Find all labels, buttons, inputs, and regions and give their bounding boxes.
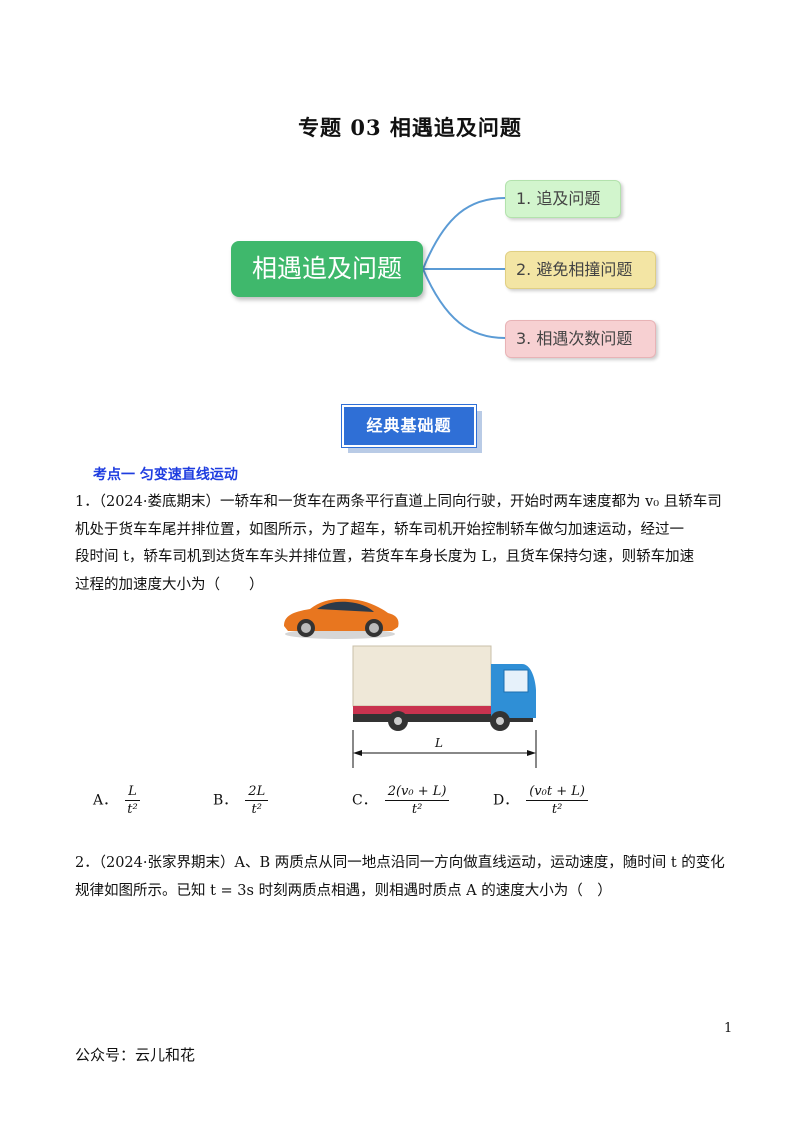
q2-line-1: 2．（2024·张家界期末）A、B 两质点从同一地点沿同一方向做直线运动，运动速…	[75, 855, 725, 871]
page-title: 专题 03 相遇追及问题	[298, 115, 522, 140]
truck-illustration	[352, 645, 536, 731]
car-truck-figure: L	[284, 598, 537, 768]
mindmap-branch-2: 2. 避免相撞问题	[505, 251, 656, 289]
option-a-label: A．	[93, 792, 118, 809]
option-b-label: B．	[213, 792, 238, 809]
car-illustration	[284, 598, 399, 639]
length-label: L	[434, 736, 443, 750]
section-heading: 考点一 匀变速直线运动	[93, 467, 238, 483]
section-banner: 经典基础题	[341, 404, 477, 448]
q1-line-3: 段时间 t，轿车司机到达货车车头并排位置，若货车车身长度为 L，且货车保持匀速，…	[75, 549, 695, 565]
mindmap-connectors	[422, 197, 506, 339]
q1-line-2: 机处于货车车尾并排位置，如图所示，为了超车，轿车司机开始控制轿车做匀加速运动，经…	[75, 521, 684, 538]
page-number: 1	[724, 1021, 733, 1036]
footer-text: 公众号：云儿和花	[75, 1046, 196, 1064]
option-d[interactable]: D． (v₀t + L)t²	[493, 783, 588, 818]
mindmap-center: 相遇追及问题	[231, 241, 423, 297]
option-d-fraction: (v₀t + L)t²	[526, 783, 588, 818]
q2-line-2: 规律如图所示。已知 t = 3s 时刻两质点相遇，则相遇时质点 A 的速度大小为…	[75, 882, 612, 899]
option-d-label: D．	[493, 792, 519, 809]
q1-line-4: 过程的加速度大小为（ ）	[75, 576, 264, 593]
mindmap-branch-1: 1. 追及问题	[505, 180, 621, 218]
option-c[interactable]: C． 2(v₀ + L)t²	[352, 783, 450, 818]
question-2: 2．（2024·张家界期末）A、B 两质点从同一地点沿同一方向做直线运动，运动速…	[75, 850, 735, 905]
question-1: 1．（2024·娄底期末）一轿车和一货车在两条平行直道上同向行驶，开始时两车速度…	[75, 489, 735, 599]
mindmap-branch-3: 3. 相遇次数问题	[505, 320, 656, 358]
option-c-fraction: 2(v₀ + L)t²	[384, 783, 450, 818]
option-c-label: C．	[352, 792, 377, 809]
q1-line-1: 1．（2024·娄底期末）一轿车和一货车在两条平行直道上同向行驶，开始时两车速度…	[75, 494, 722, 510]
